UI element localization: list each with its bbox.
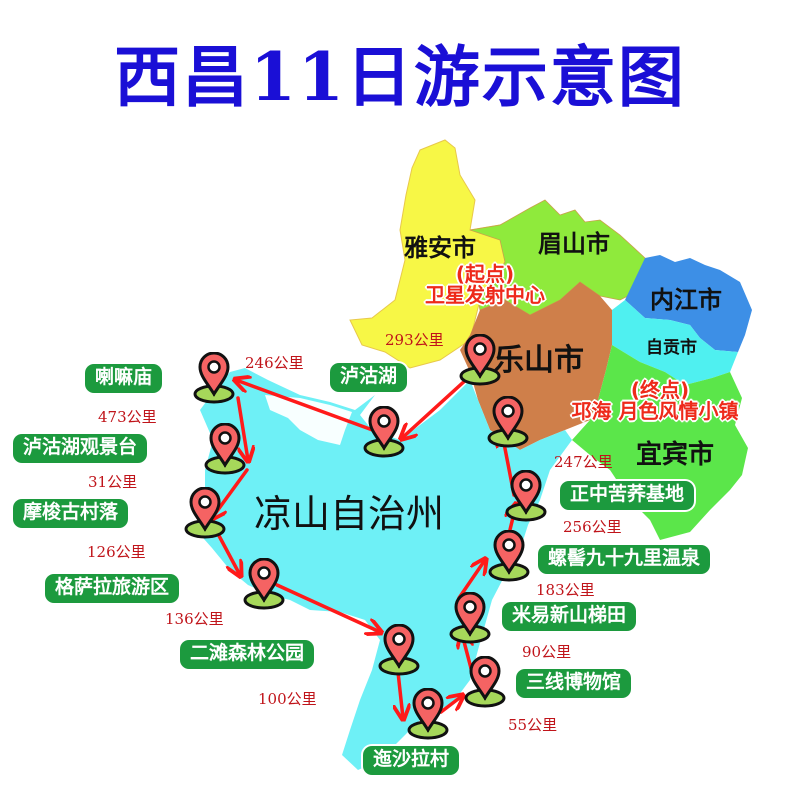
region-liangshan	[196, 368, 572, 770]
region-label-meishan: 眉山市	[538, 230, 610, 258]
end-name: 邛海 月色风情小镇	[571, 399, 739, 423]
map-pin-icon[interactable]	[406, 688, 450, 740]
map-pin-icon[interactable]	[377, 624, 421, 676]
map-pin-icon[interactable]	[192, 352, 236, 404]
distance-label: 256公里	[563, 518, 622, 536]
region-yibin	[572, 345, 748, 540]
distance-label: 247公里	[554, 453, 613, 471]
distance-label: 31公里	[88, 473, 138, 491]
map-inlet	[265, 395, 352, 445]
region-label-leshan: 乐山市	[494, 343, 584, 378]
map-pin-icon[interactable]	[463, 656, 507, 708]
distance-label: 126公里	[87, 543, 146, 561]
stop-badge-mosuo-village[interactable]: 摩梭古村落	[13, 499, 129, 528]
distance-label: 473公里	[98, 408, 157, 426]
distance-label: 293公里	[385, 331, 444, 349]
stop-badge-yishala-village[interactable]: 迤沙拉村	[363, 746, 460, 775]
region-label-zigong: 自贡市	[646, 338, 697, 358]
map-pin-icon[interactable]	[458, 334, 502, 386]
start-name: 卫星发射中心	[425, 283, 545, 307]
region-label-liangshan: 凉山自治州	[254, 492, 445, 536]
map-pin-icon[interactable]	[448, 592, 492, 644]
distance-label: 246公里	[245, 354, 304, 372]
stop-badge-gesala[interactable]: 格萨拉旅游区	[45, 574, 180, 603]
page-title: 西昌11日游示意图	[114, 38, 686, 116]
region-label-neijiang: 内江市	[650, 286, 722, 314]
region-label-yibin: 宜宾市	[636, 440, 715, 470]
stop-badge-sanxian-museum[interactable]: 三线博物馆	[516, 669, 632, 698]
stop-badge-lugu-lake[interactable]: 泸沽湖	[330, 363, 408, 392]
map-pin-icon[interactable]	[486, 396, 530, 448]
distance-label: 183公里	[536, 581, 595, 599]
distance-label: 90公里	[522, 643, 572, 661]
start-label: (起点) 卫星发射中心	[400, 264, 570, 306]
region-yaan	[349, 139, 506, 369]
distance-label: 100公里	[258, 690, 317, 708]
stop-badge-lugu-viewpoint[interactable]: 泸沽湖观景台	[13, 434, 148, 463]
map-pin-icon[interactable]	[487, 530, 531, 582]
stop-badge-zhengzhong-buckwheat[interactable]: 正中苦荞基地	[560, 481, 695, 510]
distance-label: 55公里	[508, 716, 558, 734]
map-pin-icon[interactable]	[183, 487, 227, 539]
start-tag: (起点)	[455, 262, 515, 286]
region-neijiang	[625, 255, 752, 352]
stop-badge-miyi-terraces[interactable]: 米易新山梯田	[502, 602, 637, 631]
stop-badge-luoji-hot-spring[interactable]: 螺髻九十九里温泉	[538, 545, 711, 574]
map-pin-icon[interactable]	[242, 558, 286, 610]
map-pin-icon[interactable]	[504, 470, 548, 522]
map-pin-icon[interactable]	[362, 406, 406, 458]
end-label: (终点) 邛海 月色风情小镇	[540, 380, 770, 422]
map-pin-icon[interactable]	[203, 423, 247, 475]
end-tag: (终点)	[630, 378, 690, 402]
region-label-yaan: 雅安市	[404, 234, 476, 262]
stop-badge-lama-temple[interactable]: 喇嘛庙	[85, 364, 163, 393]
stop-badge-ertan-park[interactable]: 二滩森林公园	[180, 640, 315, 669]
region-zigong	[612, 300, 738, 385]
distance-label: 136公里	[165, 610, 224, 628]
